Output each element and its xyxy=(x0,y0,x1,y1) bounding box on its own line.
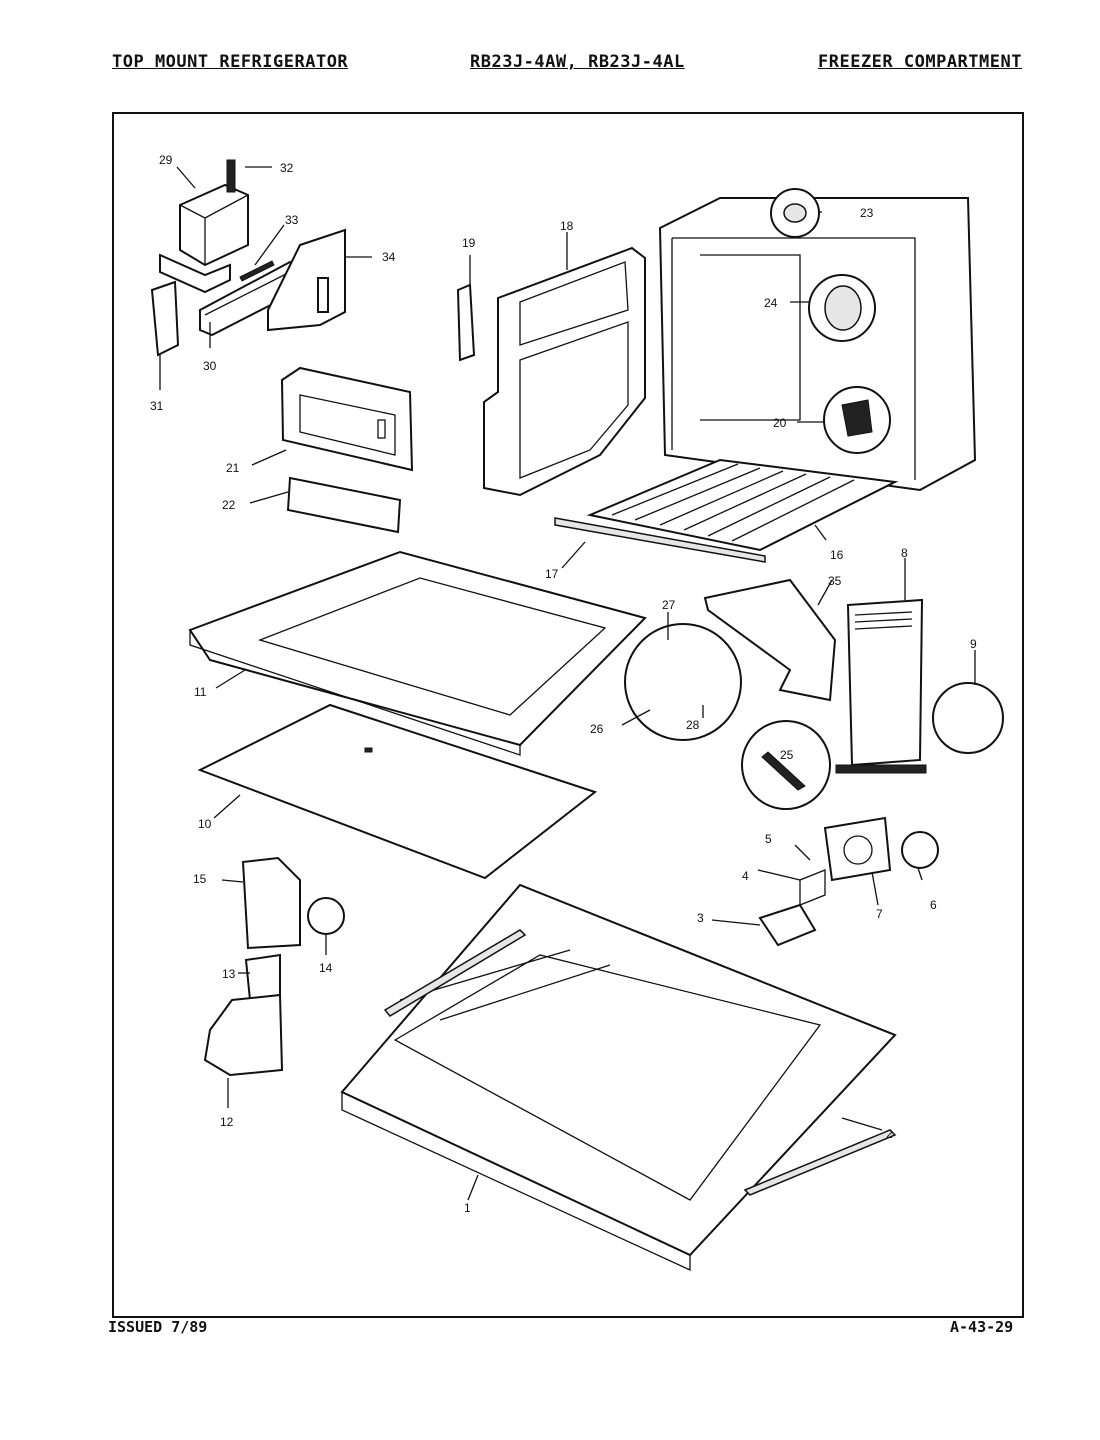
callout-24: 24 xyxy=(764,296,778,310)
callout-9: 9 xyxy=(970,637,977,651)
header-section: FREEZER COMPARTMENT xyxy=(818,52,1022,72)
callout-29: 29 xyxy=(159,153,173,167)
wire-shelf xyxy=(554,458,899,563)
callout-23: 23 xyxy=(860,206,874,220)
callout-numbers: 29 32 33 34 30 31 21 22 19 18 23 24 20 1… xyxy=(150,153,977,1215)
footer-page-code: A-43-29 xyxy=(950,1318,1014,1336)
callout-15: 15 xyxy=(193,872,207,886)
control-housing xyxy=(280,366,414,534)
callout-14: 14 xyxy=(319,961,333,975)
callout-27: 27 xyxy=(662,598,676,612)
callout-10: 10 xyxy=(198,817,212,831)
leader-lines xyxy=(159,166,976,1201)
callout-11: 11 xyxy=(194,685,207,699)
callout-3: 3 xyxy=(697,911,704,925)
callout-21: 21 xyxy=(226,461,240,475)
callout-2: 2 xyxy=(886,1127,893,1141)
callout-22: 22 xyxy=(222,498,236,512)
callout-18: 18 xyxy=(560,219,574,233)
diagram-frame xyxy=(112,112,1024,1318)
callout-4: 4 xyxy=(742,869,749,883)
callout-33: 33 xyxy=(285,213,299,227)
damper-control-assembly xyxy=(150,159,346,357)
callout-1: 1 xyxy=(464,1201,471,1215)
insulation-pad xyxy=(197,703,598,880)
callout-30: 30 xyxy=(203,359,217,373)
callout-17: 17 xyxy=(545,567,559,581)
callout-6: 6 xyxy=(930,898,937,912)
callout-25: 25 xyxy=(780,748,794,762)
header-model-numbers: RB23J-4AW, RB23J-4AL xyxy=(470,52,685,72)
callout-16: 16 xyxy=(830,548,844,562)
callout-35: 35 xyxy=(828,574,842,588)
callout-34: 34 xyxy=(382,250,396,264)
callout-20: 20 xyxy=(773,416,787,430)
freezer-liner-base xyxy=(340,883,897,1272)
ice-tray-bin-group xyxy=(203,856,345,1077)
footer-issued-date: ISSUED 7/89 xyxy=(108,1318,208,1336)
freezer-cabinet xyxy=(658,188,977,492)
freezer-door-liner xyxy=(456,246,646,497)
callout-7: 7 xyxy=(876,907,883,921)
callout-5: 5 xyxy=(765,832,772,846)
fan-motor-group xyxy=(758,816,939,947)
callout-31: 31 xyxy=(150,399,164,413)
callout-13: 13 xyxy=(222,967,236,981)
callout-19: 19 xyxy=(462,236,476,250)
duct-and-evaporator-cover xyxy=(624,578,1004,810)
freezer-floor-pan xyxy=(188,550,647,756)
callout-26: 26 xyxy=(590,722,604,736)
callout-8: 8 xyxy=(901,546,908,560)
callout-32: 32 xyxy=(280,161,294,175)
callout-12: 12 xyxy=(220,1115,234,1129)
callout-28: 28 xyxy=(686,718,700,732)
header-title: TOP MOUNT REFRIGERATOR xyxy=(112,52,349,72)
